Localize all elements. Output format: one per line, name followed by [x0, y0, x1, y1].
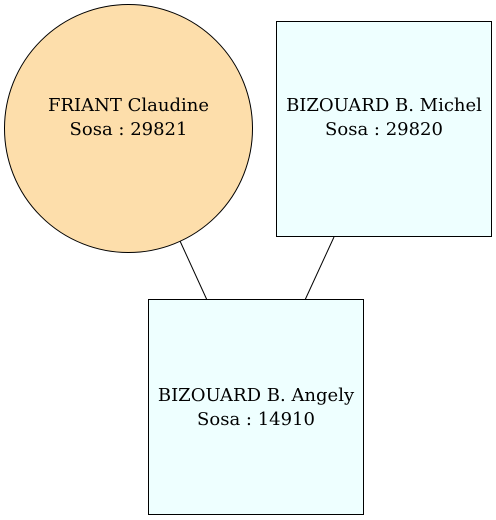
- node-friant-claudine[interactable]: FRIANT Claudine Sosa : 29821: [4, 4, 253, 253]
- node-bizouard-michel[interactable]: BIZOUARD B. Michel Sosa : 29820: [276, 21, 492, 237]
- node-sosa: Sosa : 29821: [69, 118, 188, 140]
- node-bizouard-angely[interactable]: BIZOUARD B. Angely Sosa : 14910: [148, 299, 364, 515]
- node-sosa: Sosa : 29820: [325, 119, 443, 140]
- node-sosa: Sosa : 14910: [197, 409, 315, 430]
- node-name: BIZOUARD B. Angely: [157, 385, 355, 406]
- edge-claudine-to-angely: [179, 240, 208, 301]
- edge-michel-to-angely: [304, 236, 335, 301]
- node-name: FRIANT Claudine: [47, 94, 209, 116]
- node-name: BIZOUARD B. Michel: [286, 95, 482, 116]
